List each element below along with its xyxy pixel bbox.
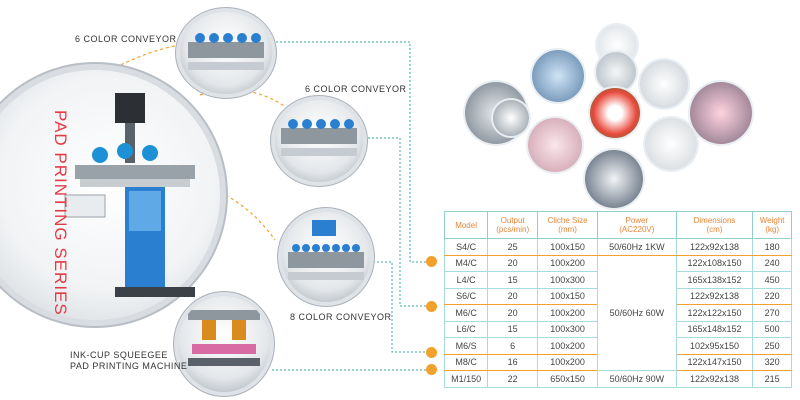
label-ink-cup-line1: INK-CUP SQUEEGEE (70, 350, 168, 360)
sample-product-image (532, 50, 584, 102)
orange-arc (109, 44, 181, 71)
cell-weight: 450 (752, 271, 792, 289)
table-row: L4/C 15 100x300 165x138x152 450 (443, 271, 792, 289)
cell-power: 50/60Hz 1KW (597, 238, 677, 256)
cell-cliche: 100x200 (537, 337, 598, 355)
main-machine-circle (0, 70, 220, 320)
row-marker-dot (426, 364, 437, 375)
cell-weight: 215 (752, 370, 792, 388)
sample-product-image (585, 150, 643, 208)
cell-dimensions: 102x95x150 (675, 337, 754, 355)
table-row: M1/150 22 650x150 50/60Hz 90W 122x92x138… (443, 370, 792, 388)
cell-model: S6/C (443, 288, 489, 305)
cell-weight: 500 (752, 321, 792, 338)
sample-product-image (640, 60, 688, 108)
table-row: M8/C 16 100x200 122x147x150 320 (443, 354, 792, 371)
cell-output: 22 (487, 370, 539, 388)
cell-dimensions: 165x148x152 (675, 321, 754, 338)
header-power: Power(AC220V) (597, 211, 677, 239)
cell-dimensions: 165x138x152 (675, 271, 754, 289)
cell-dimensions: 122x92x138 (675, 288, 754, 305)
header-dimensions: Dimensions(cm) (675, 211, 754, 239)
cell-output: 20 (487, 288, 539, 305)
header-output: Output(pcs/min) (487, 211, 539, 239)
orange-arc (214, 189, 276, 241)
header-cliche-size: Cliche Size(mm) (537, 211, 598, 239)
connector-line (272, 41, 432, 263)
cell-output: 15 (487, 321, 539, 338)
cell-model: M1/150 (443, 370, 489, 388)
cell-cliche: 100x150 (537, 238, 598, 256)
eight-color-conveyor-thumb (282, 212, 370, 302)
row-marker-dot (426, 347, 437, 358)
cell-model: L4/C (443, 271, 489, 289)
cell-power: 50/60Hz 90W (597, 370, 677, 388)
sample-product-image (590, 88, 640, 138)
sample-product-image (690, 82, 752, 144)
cell-output: 25 (487, 238, 539, 256)
row-marker-dot (426, 256, 437, 267)
cell-dimensions: 122x92x138 (675, 370, 754, 388)
header-weight: Weight(kg) (752, 211, 792, 239)
label-6-color-conveyor-top: 6 COLOR CONVEYOR (75, 34, 177, 44)
cell-output: 15 (487, 271, 539, 289)
pad-printing-machine-image (64, 93, 195, 297)
cell-output: 6 (487, 337, 539, 355)
spec-table: Model Output(pcs/min) Cliche Size(mm) Po… (443, 211, 792, 388)
table-row: M4/C 20 100x200 50/60Hz 60W 122x108x150 … (443, 255, 792, 371)
cell-dimensions: 122x122x150 (675, 304, 754, 322)
sample-product-image (528, 118, 582, 172)
table-row: S6/C 20 100x150 122x92x138 220 (443, 288, 792, 305)
cell-output: 20 (487, 304, 539, 322)
cell-weight: 320 (752, 354, 792, 371)
cell-model: M8/C (443, 354, 489, 371)
cell-weight: 220 (752, 288, 792, 305)
sample-product-image (493, 100, 529, 136)
cell-dimensions: 122x147x150 (675, 354, 754, 371)
header-model: Model (443, 211, 489, 239)
cell-cliche: 100x300 (537, 321, 598, 338)
row-marker-dot (426, 301, 437, 312)
cell-weight: 250 (752, 337, 792, 355)
connector-line (360, 137, 432, 307)
cell-model: M6/S (443, 337, 489, 355)
cell-cliche: 100x200 (537, 255, 598, 272)
cell-output: 20 (487, 255, 539, 272)
cell-model: M6/C (443, 304, 489, 322)
cell-model: L6/C (443, 321, 489, 338)
cell-model: M4/C (443, 255, 489, 272)
cell-cliche: 100x150 (537, 288, 598, 305)
sample-product-image (596, 52, 636, 92)
cell-output: 16 (487, 354, 539, 371)
cell-cliche: 100x200 (537, 354, 598, 371)
label-ink-cup-line2: PAD PRINTING MACHINE (70, 361, 188, 371)
label-6-color-conveyor-middle: 6 COLOR CONVEYOR (305, 84, 407, 94)
six-color-conveyor-thumb-middle (275, 100, 363, 182)
cell-dimensions: 122x108x150 (675, 255, 754, 272)
orange-arc (199, 89, 291, 111)
ink-cup-machine-thumb (178, 296, 270, 392)
cell-weight: 270 (752, 304, 792, 322)
label-8-color-conveyor: 8 COLOR CONVEYOR (290, 312, 392, 322)
table-row: M6/S 6 100x200 102x95x150 250 (443, 337, 792, 355)
connector-line (345, 261, 432, 353)
cell-weight: 240 (752, 255, 792, 272)
cell-cliche: 650x150 (537, 370, 598, 388)
table-header-row: Model Output(pcs/min) Cliche Size(mm) Po… (443, 211, 792, 239)
series-title: PAD PRINTING SERIES (51, 110, 70, 316)
cell-power: 50/60Hz 60W (597, 255, 677, 371)
table-row: M6/C 20 100x200 122x122x150 270 (443, 304, 792, 322)
table-row: S4/C 25 100x150 50/60Hz 1KW 122x92x138 1… (443, 238, 792, 256)
six-color-conveyor-thumb-top (180, 12, 272, 94)
cell-dimensions: 122x92x138 (675, 238, 754, 256)
table-row: L6/C 15 100x300 165x148x152 500 (443, 321, 792, 338)
cell-weight: 180 (752, 238, 792, 256)
cell-cliche: 100x300 (537, 271, 598, 289)
sample-product-image (645, 118, 697, 170)
cell-model: S4/C (443, 238, 489, 256)
cell-cliche: 100x200 (537, 304, 598, 322)
